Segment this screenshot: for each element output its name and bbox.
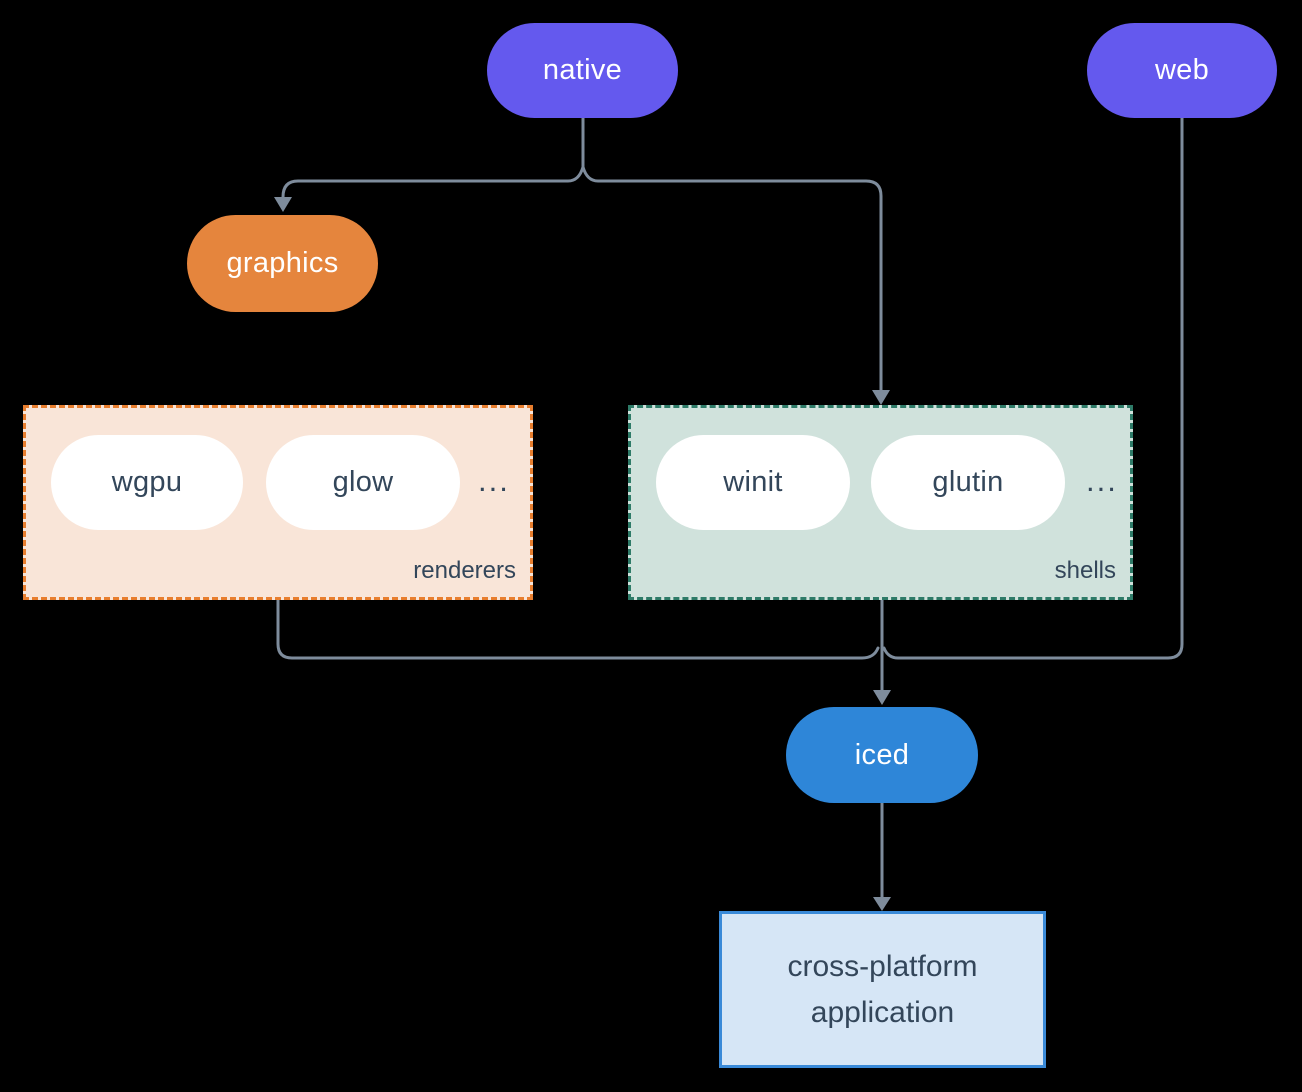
edge-renderers-iced — [276, 598, 880, 660]
node-web-label: web — [1154, 54, 1210, 86]
arrowhead-application — [873, 897, 891, 911]
arrowhead-graphics — [274, 197, 292, 212]
renderers-ellipsis: ... — [478, 463, 510, 498]
node-native-label: native — [542, 54, 623, 86]
node-glutin: glutin — [871, 435, 1065, 530]
group-shells-label: shells — [1054, 557, 1116, 584]
node-application: cross-platform application — [719, 911, 1046, 1068]
shells-ellipsis: ... — [1086, 463, 1118, 498]
group-renderers-label: renderers — [413, 557, 516, 584]
node-web: web — [1087, 23, 1277, 118]
node-glow-label: glow — [332, 466, 394, 498]
node-graphics: graphics — [187, 215, 378, 312]
node-iced: iced — [786, 707, 978, 803]
edge-native-shells — [581, 165, 883, 392]
node-graphics-label: graphics — [226, 247, 339, 279]
node-glow: glow — [266, 435, 460, 530]
arrowhead-iced — [873, 690, 891, 705]
edge-native-graphics — [281, 165, 585, 199]
node-winit-label: winit — [723, 466, 783, 498]
node-glutin-label: glutin — [932, 466, 1004, 498]
node-application-label: cross-platform application — [787, 949, 978, 1029]
edge-web-iced — [882, 116, 1184, 660]
node-wgpu: wgpu — [51, 435, 243, 530]
node-iced-label: iced — [854, 738, 910, 771]
group-renderers: wgpu glow ... renderers — [23, 405, 533, 600]
arrowhead-shells — [872, 390, 890, 405]
node-native: native — [487, 23, 678, 118]
node-winit: winit — [656, 435, 850, 530]
node-wgpu-label: wgpu — [111, 466, 183, 498]
group-shells: winit glutin ... shells — [628, 405, 1133, 600]
